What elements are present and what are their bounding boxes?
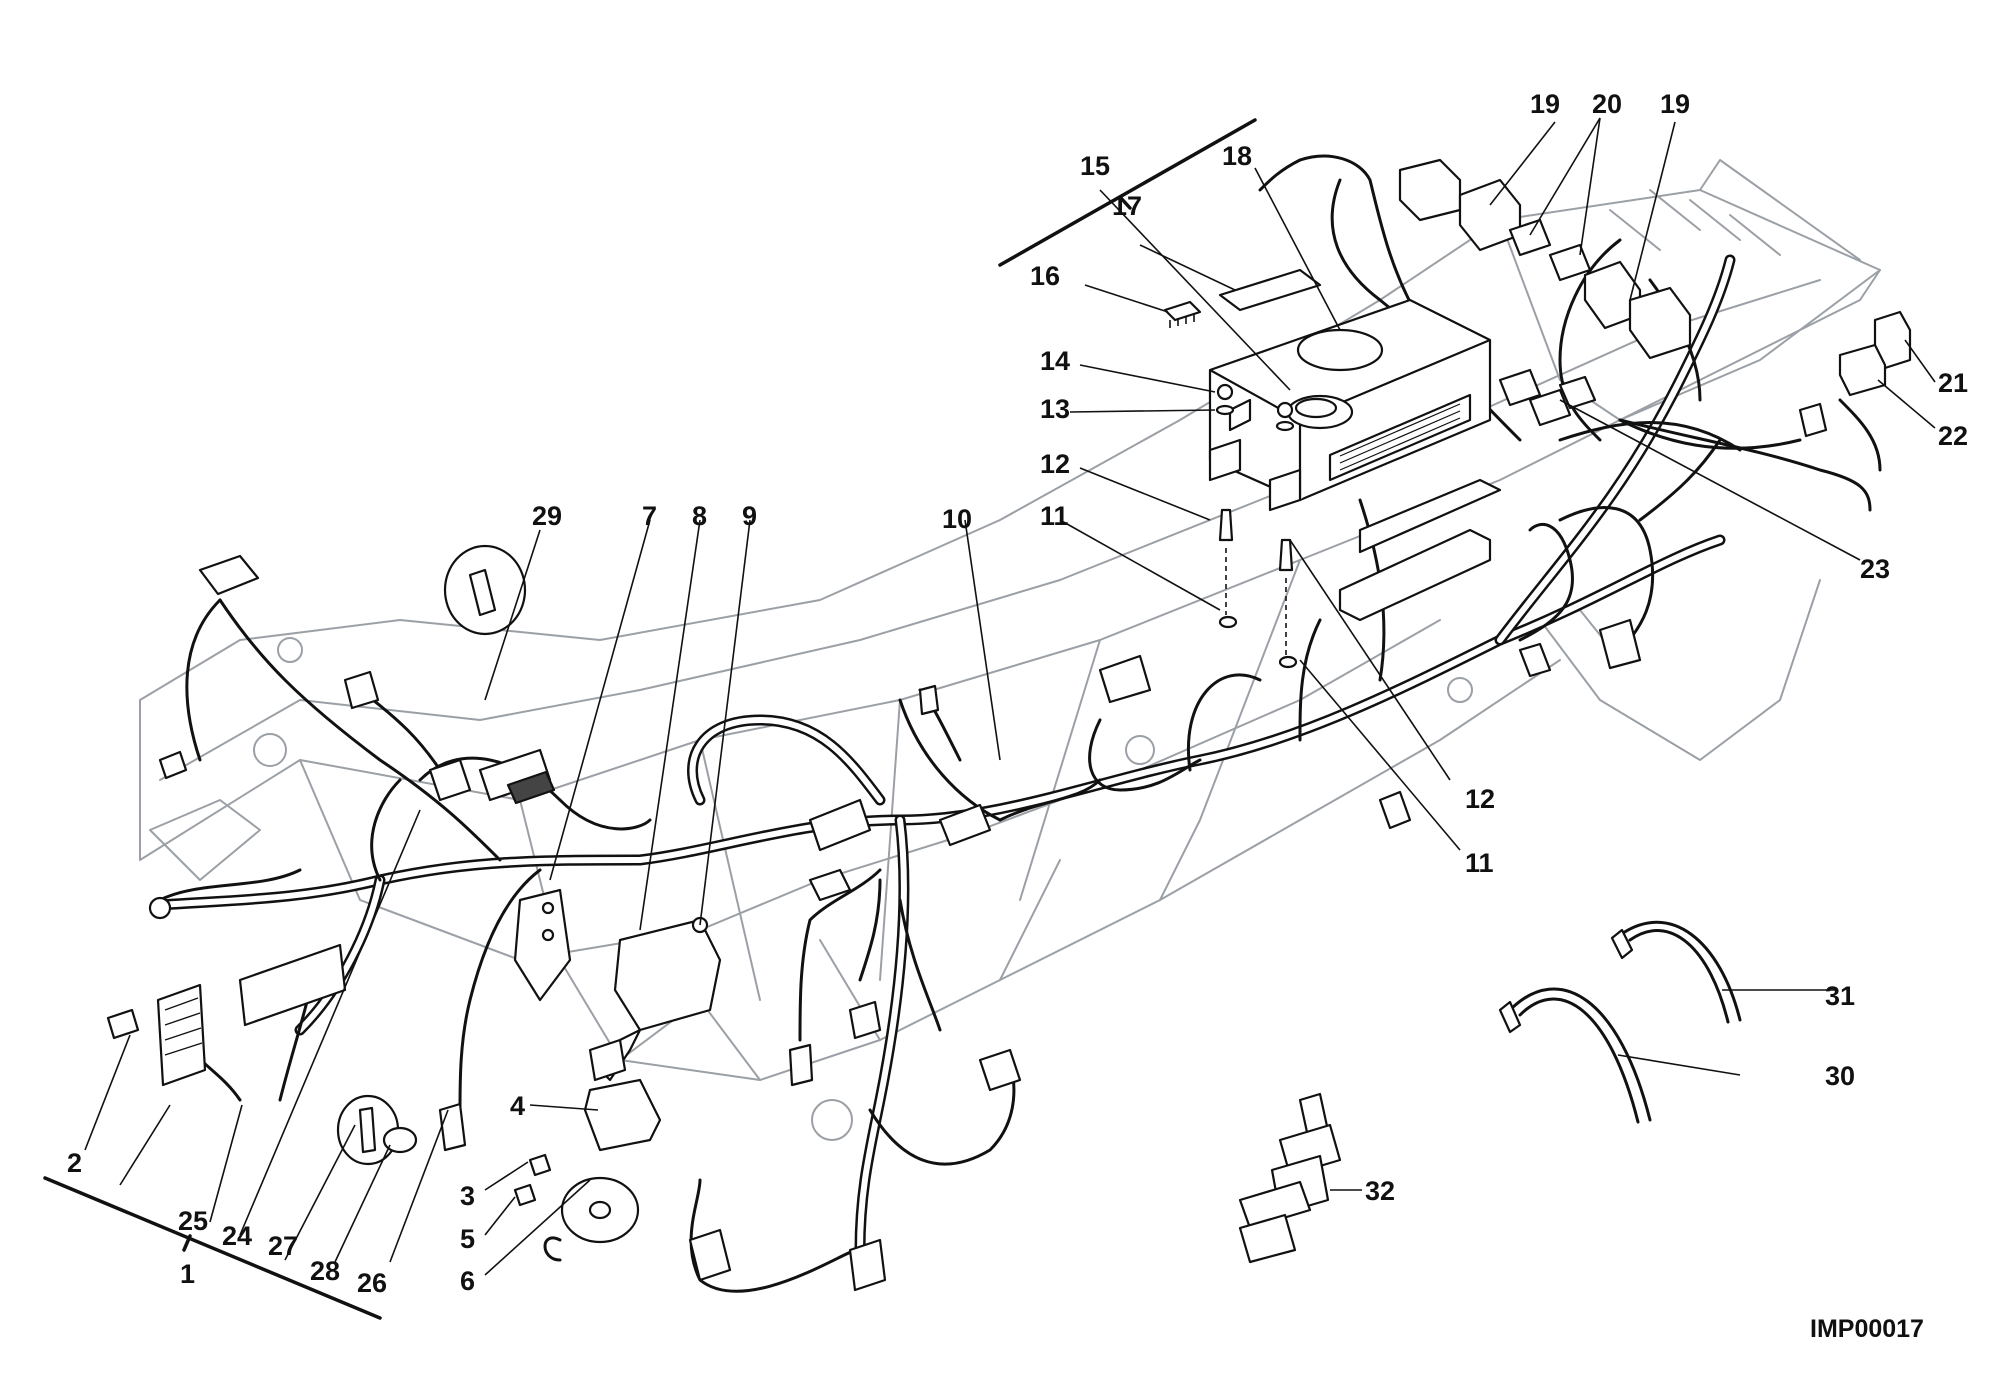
callout-23: 23 — [1860, 554, 1890, 584]
left-connectors — [148, 554, 556, 1027]
callout-11-upper: 11 — [1040, 501, 1069, 531]
callout-14: 14 — [1040, 346, 1070, 376]
ignition-coil-8-9 — [588, 916, 722, 1082]
callout-19-right: 19 — [1660, 89, 1690, 119]
callout-12-lower: 12 — [1465, 784, 1495, 814]
callout-7: 7 — [642, 501, 657, 531]
callout-26: 26 — [357, 1268, 387, 1298]
leader-lines — [84, 117, 1936, 1276]
callout-3: 3 — [460, 1181, 475, 1211]
callout-20: 20 — [1592, 89, 1622, 119]
callout-11-lower: 11 — [1465, 848, 1494, 878]
callout-32: 32 — [1365, 1176, 1395, 1206]
ecu-base-tray — [1338, 478, 1502, 622]
center-connectors — [688, 618, 1642, 1292]
fuses-23 — [1498, 368, 1597, 427]
group-bracket-1 — [43, 1176, 382, 1320]
cover-plate — [1218, 268, 1322, 312]
group-bracket-1-tick — [182, 1234, 192, 1252]
callout-16: 16 — [1030, 261, 1060, 291]
callout-15: 15 — [1080, 151, 1110, 181]
callout-6: 6 — [460, 1266, 475, 1296]
callout-8: 8 — [692, 501, 707, 531]
relay-block-2 — [106, 983, 207, 1087]
group-bracket-15 — [998, 118, 1257, 267]
callout-28: 28 — [310, 1256, 340, 1286]
callout-22: 22 — [1938, 421, 1968, 451]
callout-17: 17 — [1112, 191, 1142, 221]
callout-19-left: 19 — [1530, 89, 1560, 119]
callout-10: 10 — [942, 504, 972, 534]
fuse-holder-21-22 — [1798, 310, 1912, 438]
callout-5: 5 — [460, 1224, 475, 1254]
callout-labels: 1 2 3 4 5 6 7 8 9 10 11 11 12 12 13 14 1… — [67, 89, 1968, 1298]
callout-31: 31 — [1825, 981, 1855, 1011]
chip-component — [1163, 300, 1202, 328]
cable-ties-30-31 — [1498, 920, 1742, 1124]
horn-6 — [513, 1078, 662, 1244]
callout-2: 2 — [67, 1148, 82, 1178]
callout-24: 24 — [222, 1221, 252, 1251]
relay-connectors-19-20 — [1398, 158, 1692, 360]
mounting-hardware — [1208, 383, 1302, 669]
callout-18: 18 — [1222, 141, 1252, 171]
callout-12-upper: 12 — [1040, 449, 1070, 479]
round-sticker — [1296, 328, 1384, 372]
fitting-29 — [443, 544, 527, 636]
callout-25: 25 — [178, 1206, 208, 1236]
drawing-code: IMP00017 — [1810, 1315, 1924, 1343]
callout-30: 30 — [1825, 1061, 1855, 1091]
ecu-control-unit — [1208, 298, 1492, 502]
callout-13: 13 — [1040, 394, 1070, 424]
callout-1: 1 — [180, 1259, 195, 1289]
callout-21: 21 — [1938, 368, 1968, 398]
bracket-7 — [513, 888, 572, 1002]
callout-29: 29 — [532, 501, 562, 531]
callout-27: 27 — [268, 1231, 298, 1261]
spark-plug-32 — [1238, 1092, 1342, 1264]
callout-4: 4 — [510, 1091, 525, 1121]
callout-9: 9 — [742, 501, 757, 531]
group-bracket-15-tick — [1118, 195, 1132, 210]
main-wiring-harness — [154, 154, 1882, 1293]
fitting-26-27-28 — [336, 1094, 467, 1166]
